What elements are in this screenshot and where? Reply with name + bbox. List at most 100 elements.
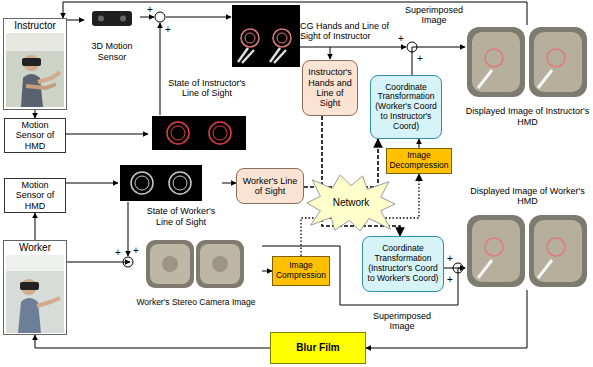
process-box: Coordinate Transformation (Instructor's …: [362, 236, 444, 292]
process-box: Coordinate Transformation (Worker's Coor…: [370, 75, 442, 139]
signal-line: [300, 47, 406, 48]
plus-sign: +: [132, 246, 140, 256]
participant-photo-box: Worker: [3, 240, 67, 335]
instructor-photo: [6, 33, 64, 107]
signal-line: [140, 17, 154, 18]
signal-lines: [128, 17, 406, 256]
node-text: Network: [333, 197, 370, 209]
photo-ground: [6, 33, 64, 107]
node-text: Motion Sensor of HMD: [7, 120, 63, 151]
sight-ring: [277, 33, 287, 43]
data-box: Worker's Line of Sight: [236, 168, 304, 204]
stereo-panel: [196, 240, 244, 288]
connector-arrow: [419, 139, 420, 148]
worker-photo: [6, 255, 64, 333]
filter-box: Blur Film: [270, 332, 366, 364]
sensor-lens: [120, 16, 126, 22]
node-text: 3D Motion Sensor: [84, 41, 140, 62]
stereo-camera-image: [146, 240, 244, 288]
stereo-panel: [146, 240, 194, 288]
scene-object: [212, 256, 228, 272]
image-ground: [232, 5, 300, 67]
connector-arrow: [444, 268, 465, 269]
plus-sign: +: [114, 248, 122, 258]
instructor-hmd-image: [467, 27, 587, 97]
plus-sign: +: [446, 275, 454, 285]
person-body: [21, 74, 43, 107]
sight-ring: [273, 29, 291, 47]
node-text: Displayed Image of Instructor's HMD: [465, 106, 590, 127]
data-box: Instructor's Hands and Line of Sight: [302, 60, 358, 116]
node-text: Coordinate Transformation (Instructor's …: [365, 244, 441, 283]
connector-arrow: [66, 183, 118, 184]
cg-hand: [478, 70, 552, 88]
sight-ring: [167, 122, 189, 144]
stereo-view: [472, 32, 520, 92]
sensor-lens: [98, 16, 104, 22]
line-label: Superimposed Image: [404, 5, 464, 26]
signal-line: [160, 23, 161, 115]
node-text: Coordinate Transformation (Worker's Coor…: [373, 83, 439, 132]
connector-arrow: [66, 134, 148, 135]
node-text: Instructor: [14, 20, 56, 32]
sight-ring: [173, 176, 187, 190]
plus-sign: +: [397, 34, 405, 44]
node-text: State of Instructor's Line of Sight: [166, 78, 248, 99]
person-body: [18, 298, 41, 333]
image-figure: Displayed Image of Worker's HMD: [465, 186, 590, 290]
line-label: CG Hands and Line of Sight of Instructor: [300, 21, 396, 42]
line-label: Superimposed Image: [370, 311, 434, 332]
node-text: State of Worker's Line of Sight: [140, 206, 222, 227]
node-text: Motion Sensor of HMD: [7, 180, 63, 211]
stereo-panel: [467, 27, 525, 97]
plus-sign: +: [446, 254, 454, 264]
sight-ring: [485, 49, 503, 67]
node-text: Image Compression: [275, 261, 327, 281]
sight-ring: [131, 172, 153, 194]
person-arm: [37, 298, 60, 306]
image-figure: Displayed Image of Instructor's HMD: [465, 25, 590, 127]
cg-hand: [478, 260, 552, 278]
sight-ring: [213, 126, 227, 140]
connector-arrow: [35, 335, 270, 348]
node-text: Blur Film: [296, 342, 339, 354]
connector-arrow: [262, 271, 272, 272]
hmd: [20, 282, 39, 290]
plus-sign: +: [146, 5, 154, 15]
plus-sign: +: [416, 54, 424, 64]
process-box: Image Decompression: [386, 148, 452, 174]
image-ground: [152, 116, 246, 150]
motion-sensor-device: [92, 11, 132, 26]
sight-ring: [485, 238, 503, 256]
connector-arrow: [67, 262, 130, 263]
cg-hand: [238, 48, 254, 63]
summing-junction: [155, 12, 165, 22]
sight-ring: [209, 122, 231, 144]
node-text: Image Decompression: [389, 151, 449, 171]
network-burst-shape: [307, 175, 395, 231]
scene-object: [162, 256, 178, 272]
connector-arrow: [63, 2, 527, 25]
stereo-panel: [467, 215, 525, 287]
plus-sign: +: [164, 25, 172, 35]
photo-ground: [6, 255, 64, 333]
cg-hands-image: [232, 5, 300, 67]
sensor-figure: 3D Motion Sensor: [84, 6, 140, 62]
stereo-view: [200, 244, 240, 284]
node-text: Worker's Line of Sight: [239, 176, 301, 197]
person-arm: [26, 84, 56, 88]
sight-ring: [547, 238, 565, 256]
signal-line: [128, 202, 129, 256]
image-figure: Worker's Stereo Camera Image: [130, 238, 262, 308]
worker-sight-image: [120, 165, 202, 201]
person-arm: [38, 72, 60, 82]
signal-line: [166, 17, 231, 18]
photo-wall: [6, 255, 64, 271]
sensor-body: [92, 11, 132, 26]
node-text: Worker: [19, 242, 51, 254]
image-figure: State of Worker's Line of Sight: [118, 163, 222, 227]
connector-arrow: [67, 20, 84, 21]
sight-ring: [245, 33, 255, 43]
node-text: Instructor's Hands and Line of Sight: [305, 67, 355, 108]
